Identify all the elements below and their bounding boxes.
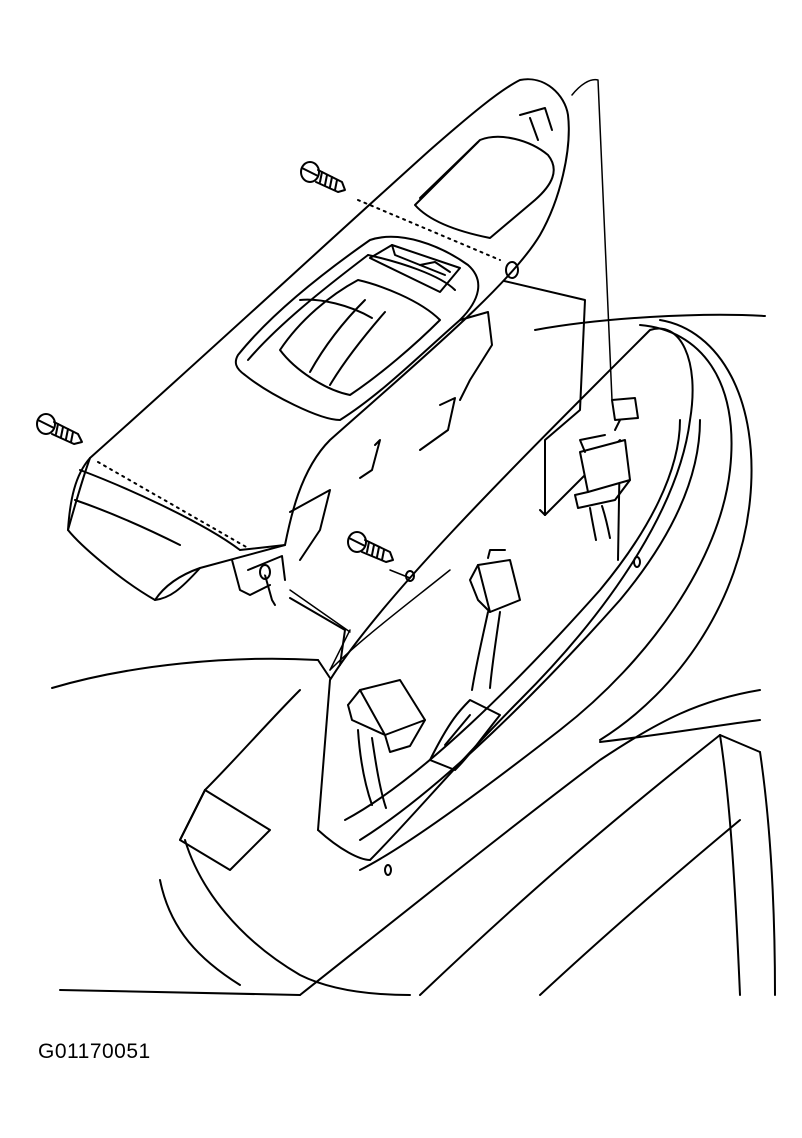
armrest-pocket (317, 327, 701, 876)
mounting-bracket (289, 279, 586, 666)
connector-lower-left (347, 679, 426, 809)
connector-upper-right (574, 397, 639, 541)
screw-center (347, 531, 394, 563)
power-window-switch-removal-diagram (36, 78, 776, 996)
screw-upper (300, 161, 346, 193)
connector-middle (469, 549, 521, 691)
alignment-lines (97, 78, 613, 671)
figure-code-label: G01170051 (38, 1040, 151, 1063)
screw-left (36, 413, 83, 445)
door-trim-panel (51, 313, 776, 996)
window-switch-assembly (67, 78, 570, 606)
